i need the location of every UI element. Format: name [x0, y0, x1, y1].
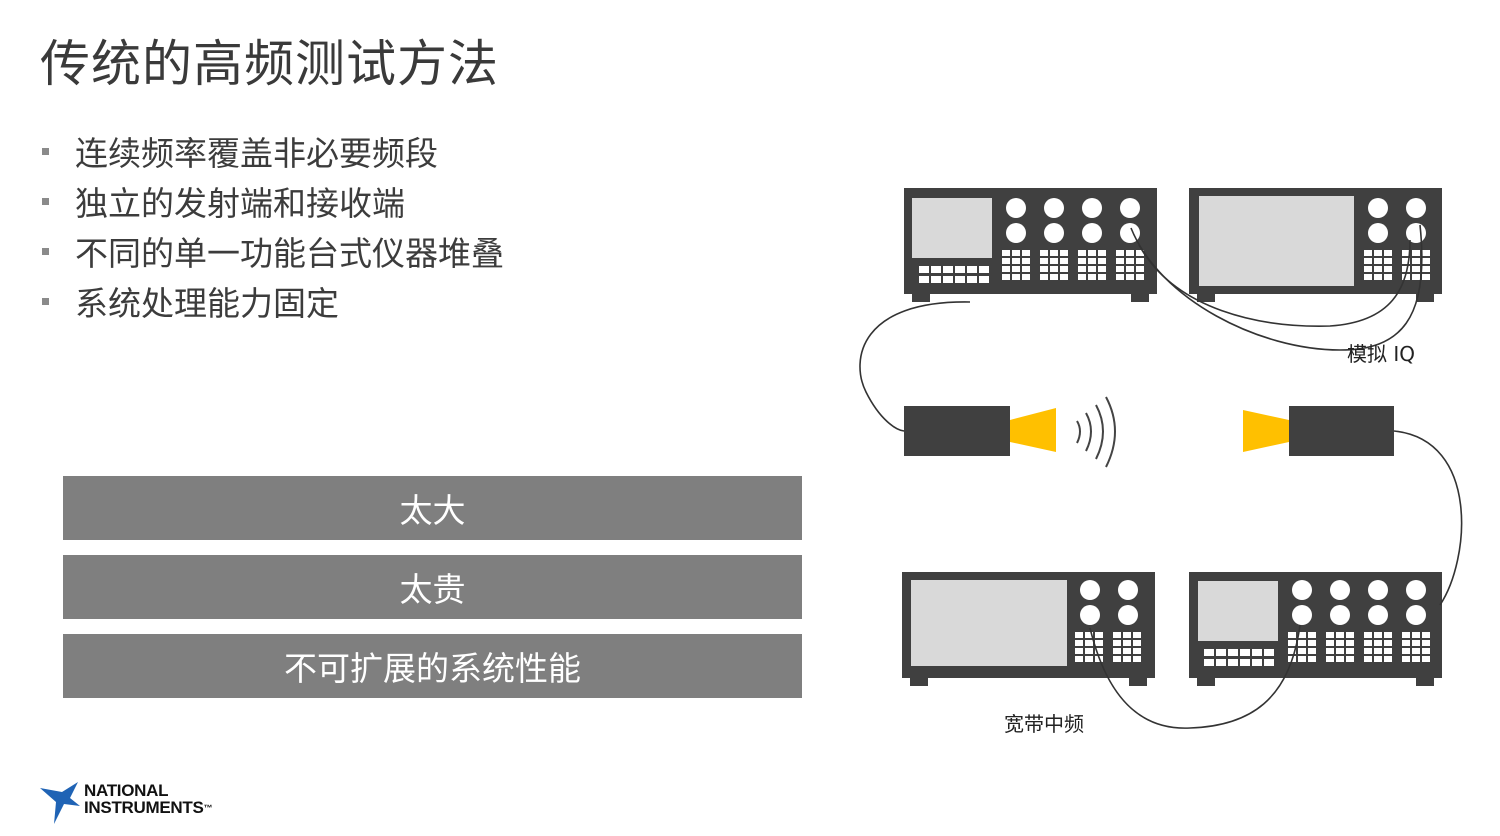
bullet-item: 独立的发射端和接收端	[42, 176, 504, 226]
bullet-text: 独立的发射端和接收端	[75, 184, 405, 223]
logo-line-1: NATIONAL	[84, 781, 169, 800]
bullet-list: 连续频率覆盖非必要频段 独立的发射端和接收端 不同的单一功能台式仪器堆叠 系统处…	[42, 126, 504, 326]
bullet-square-icon	[42, 147, 49, 155]
bullet-square-icon	[42, 297, 49, 305]
bullet-text: 系统处理能力固定	[75, 284, 339, 323]
bullet-text: 连续频率覆盖非必要频段	[75, 134, 438, 173]
receive-antenna	[1243, 406, 1394, 456]
instrument-bottom-left	[902, 572, 1155, 686]
bullet-square-icon	[42, 247, 49, 255]
ni-eagle-icon	[40, 782, 80, 824]
label-analog-iq: 模拟 IQ	[1347, 342, 1415, 366]
slide-title: 传统的高频测试方法	[40, 35, 499, 93]
bullet-text: 不同的单一功能台式仪器堆叠	[75, 234, 504, 273]
radio-waves-icon	[1076, 396, 1116, 468]
instrument-top-right	[1189, 188, 1442, 302]
bullet-item: 系统处理能力固定	[42, 276, 504, 326]
bullet-item: 不同的单一功能台式仪器堆叠	[42, 226, 504, 276]
instrument-bottom-right	[1189, 572, 1442, 686]
conclusion-bar-too-expensive: 太贵	[63, 555, 802, 619]
bullet-item: 连续频率覆盖非必要频段	[42, 126, 504, 176]
conclusion-bar-too-big: 太大	[63, 476, 802, 540]
logo-line-2: INSTRUMENTS™	[84, 798, 213, 817]
label-wideband-if: 宽带中频	[1004, 712, 1084, 736]
ni-logo: NATIONAL INSTRUMENTS™	[40, 780, 240, 826]
bullet-square-icon	[42, 197, 49, 205]
conclusion-bar-not-scalable: 不可扩展的系统性能	[63, 634, 802, 698]
trademark-mark: ™	[203, 803, 213, 813]
instrument-top-left	[904, 188, 1157, 302]
cables	[859, 224, 1463, 729]
transmit-antenna	[904, 406, 1056, 456]
